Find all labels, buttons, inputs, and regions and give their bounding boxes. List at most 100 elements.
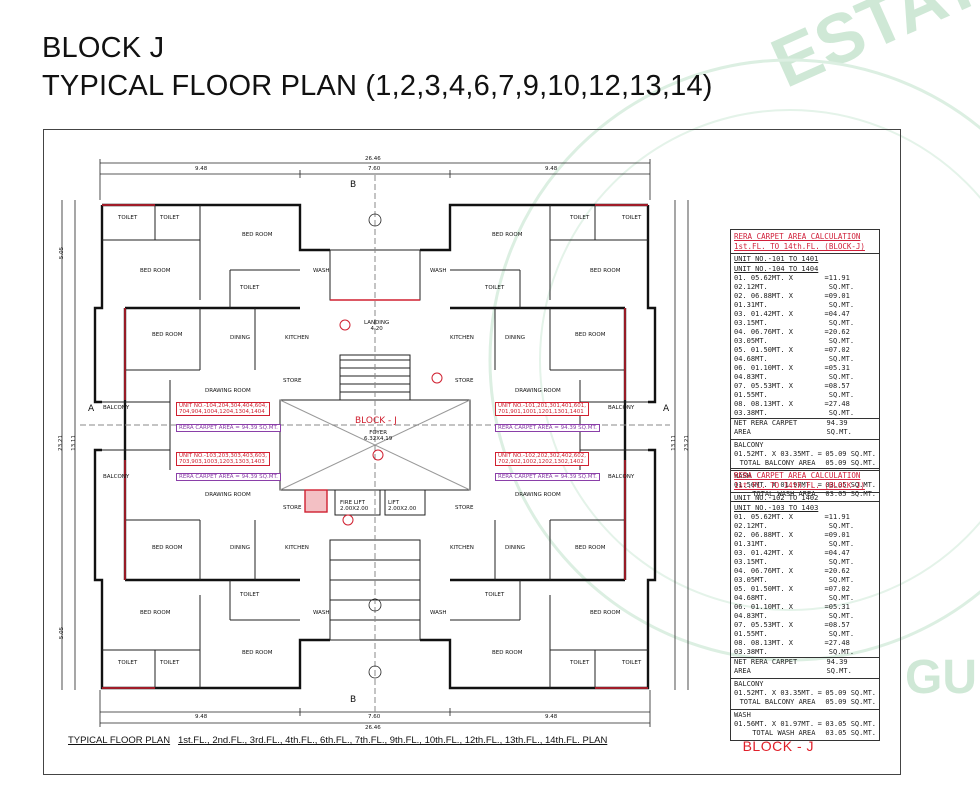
calc-1-row: 06. 01.10MT. X 04.83MT.=05.31 SQ.MT. bbox=[734, 364, 855, 381]
room-dining-lb: DINING bbox=[230, 545, 250, 551]
drawing-frame: BLOCK - J bbox=[43, 129, 901, 775]
plan-caption-label: TYPICAL FLOOR PLAN bbox=[68, 735, 171, 746]
calc-2-unit-a: UNIT NO.-102 TO 1402 bbox=[734, 494, 819, 502]
room-wash-lb: WASH bbox=[313, 610, 330, 616]
room-toilet-lb1: TOILET bbox=[118, 660, 138, 666]
room-bedroom-rb2: BED ROOM bbox=[590, 610, 621, 616]
room-dining-rt: DINING bbox=[505, 335, 525, 341]
calc-1-row: 05. 01.50MT. X 04.68MT.=07.02 SQ.MT. bbox=[734, 346, 855, 363]
room-balcony-lb: BALCONY bbox=[103, 474, 130, 480]
calc-1-row: 02. 06.88MT. X 01.31MT.=09.01 SQ.MT. bbox=[734, 292, 855, 309]
plan-caption: TYPICAL FLOOR PLAN 1st.FL., 2nd.FL., 3rd… bbox=[68, 735, 607, 746]
dim-side-left: 23.21 bbox=[57, 435, 64, 451]
room-toilet-rt3: TOILET bbox=[485, 285, 505, 291]
landing-label: LANDING 4.20 bbox=[364, 320, 390, 332]
room-dining-rb: DINING bbox=[505, 545, 525, 551]
dim-top-right: 9.48 bbox=[545, 166, 558, 172]
calc-1-row: 08. 08.13MT. X 03.38MT.=27.48 SQ.MT. bbox=[734, 400, 855, 417]
unit-note-c: UNIT NO.-103,203,303,403,603, 703,903,10… bbox=[176, 452, 271, 466]
calc-2-subheader: 1st.FL. TO 14th.FL. (BLOCK-J) bbox=[731, 480, 879, 493]
calc-2-row: 07. 05.53MT. X 01.55MT.=08.57 SQ.MT. bbox=[734, 621, 855, 638]
room-toilet-rb3: TOILET bbox=[485, 592, 505, 598]
calc-1-balcony-row: 01.52MT. X 03.35MT.=05.09 SQ.MT. bbox=[734, 450, 876, 458]
calc-1-wash-row: 01.56MT. X 01.97MT.=03.05 SQ.MT. bbox=[734, 481, 876, 489]
room-bedroom-lb1: BED ROOM bbox=[152, 545, 183, 551]
unit-note-b: UNIT NO.-101,201,301,401,601, 701,901,10… bbox=[495, 402, 590, 416]
dim-top-total: 26.46 bbox=[365, 156, 381, 162]
section-mark-b-bottom: B bbox=[350, 695, 357, 705]
watermark-gu: GU bbox=[905, 651, 977, 704]
calc-1-row: 01. 05.62MT. X 02.12MT.=11.91 SQ.MT. bbox=[734, 274, 855, 291]
room-wash-rb: WASH bbox=[430, 610, 447, 616]
room-drawing-rb: DRAWING ROOM bbox=[515, 492, 561, 498]
calc-2-row: 06. 01.10MT. X 04.83MT.=05.31 SQ.MT. bbox=[734, 603, 855, 620]
unit-note-a: UNIT NO.-104,204,304,404,604, 704,904,10… bbox=[176, 402, 271, 416]
room-balcony-lt: BALCONY bbox=[103, 405, 130, 411]
room-store-lb: STORE bbox=[283, 505, 302, 511]
dim-side-bottom: 5.05 bbox=[59, 626, 66, 640]
lift-label: LIFT 2.00X2.00 bbox=[388, 500, 417, 512]
dim-top-center: 7.60 bbox=[368, 166, 381, 172]
room-balcony-rt: BALCONY bbox=[608, 405, 635, 411]
room-wash-lt: WASH bbox=[313, 268, 330, 274]
room-toilet-lb3: TOILET bbox=[240, 592, 260, 598]
dim-bottom-right: 9.48 bbox=[545, 714, 558, 720]
room-store-lt: STORE bbox=[283, 378, 302, 384]
room-toilet-lt3: TOILET bbox=[240, 285, 260, 291]
room-toilet-rb2: TOILET bbox=[622, 660, 642, 666]
calc-1-header: RERA CARPET AREA CALCULATION bbox=[734, 232, 861, 241]
room-bedroom-rb3: BED ROOM bbox=[492, 650, 523, 656]
room-store-rb: STORE bbox=[455, 505, 474, 511]
calc-2-unit-b: UNIT NO.-103 TO 1403 bbox=[734, 504, 819, 512]
room-toilet-rt1: TOILET bbox=[570, 215, 590, 221]
calc-2-row: 02. 06.88MT. X 01.31MT.=09.01 SQ.MT. bbox=[734, 531, 855, 548]
calc-1-row: 07. 05.53MT. X 01.55MT.=08.57 SQ.MT. bbox=[734, 382, 855, 399]
room-bedroom-rt1: BED ROOM bbox=[590, 268, 621, 274]
room-kitchen-rb: KITCHEN bbox=[450, 545, 474, 551]
calc-1-wash-label: WASH bbox=[731, 470, 879, 481]
room-toilet-rb1: TOILET bbox=[570, 660, 590, 666]
carpet-note-lb: RERA CARPET AREA = 94.39 SQ.MT. bbox=[176, 473, 281, 481]
room-bedroom-lt2: BED ROOM bbox=[242, 232, 273, 238]
calc-2-row: 08. 08.13MT. X 03.38MT.=27.48 SQ.MT. bbox=[734, 639, 855, 656]
unit-note-d: UNIT NO.-102,202,302,402,602, 702,902,10… bbox=[495, 452, 590, 466]
carpet-note-rt: RERA CARPET AREA = 94.39 SQ.MT. bbox=[495, 424, 600, 432]
calc-1-unit-a: UNIT NO.-101 TO 1401 bbox=[734, 255, 819, 263]
room-drawing-lb: DRAWING ROOM bbox=[205, 492, 251, 498]
block-tag: BLOCK - J bbox=[742, 738, 814, 754]
room-bedroom-lb2: BED ROOM bbox=[140, 610, 171, 616]
room-drawing-rt: DRAWING ROOM bbox=[515, 388, 561, 394]
room-kitchen-lt: KITCHEN bbox=[285, 335, 309, 341]
room-dining-lt: DINING bbox=[230, 335, 250, 341]
calc-1-unit-b: UNIT NO.-104 TO 1404 bbox=[734, 265, 819, 273]
page-title: BLOCK J bbox=[42, 32, 165, 64]
rera-calc-table-1: RERA CARPET AREA CALCULATION 1st.FL. TO … bbox=[730, 229, 880, 502]
dim-side-top: 5.05 bbox=[59, 246, 66, 260]
calc-2-row: 04. 06.76MT. X 03.05MT.=20.62 SQ.MT. bbox=[734, 567, 855, 584]
room-store-rt: STORE bbox=[455, 378, 474, 384]
calc-2-row: 05. 01.50MT. X 04.68MT.=07.02 SQ.MT. bbox=[734, 585, 855, 602]
dim-bottom-center: 7.60 bbox=[368, 714, 381, 720]
calc-2-wash-label: WASH bbox=[731, 709, 879, 720]
calc-1-row: 04. 06.76MT. X 03.05MT.=20.62 SQ.MT. bbox=[734, 328, 855, 345]
room-balcony-rb: BALCONY bbox=[608, 474, 635, 480]
calc-2-header: RERA CARPET AREA CALCULATION bbox=[734, 471, 861, 480]
room-wash-rt: WASH bbox=[430, 268, 447, 274]
room-bedroom-rt2: BED ROOM bbox=[492, 232, 523, 238]
calc-2-balcony-row: 01.52MT. X 03.35MT.=05.09 SQ.MT. bbox=[734, 689, 876, 697]
dim-top-left: 9.48 bbox=[195, 166, 208, 172]
page-subtitle: TYPICAL FLOOR PLAN (1,2,3,4,6,7,9,10,12,… bbox=[42, 70, 713, 102]
carpet-note-lt: RERA CARPET AREA = 94.39 SQ.MT. bbox=[176, 424, 281, 432]
room-toilet-lb2: TOILET bbox=[160, 660, 180, 666]
room-bedroom-lb3: BED ROOM bbox=[242, 650, 273, 656]
plan-caption-floors: 1st.FL., 2nd.FL., 3rd.FL., 4th.FL., 6th.… bbox=[178, 735, 608, 746]
fire-lift-label: FIRE LIFT 2.00X2.00 bbox=[340, 500, 369, 512]
section-mark-a-left: A bbox=[88, 404, 95, 414]
calc-1-balcony-label: BALCONY bbox=[734, 441, 764, 449]
